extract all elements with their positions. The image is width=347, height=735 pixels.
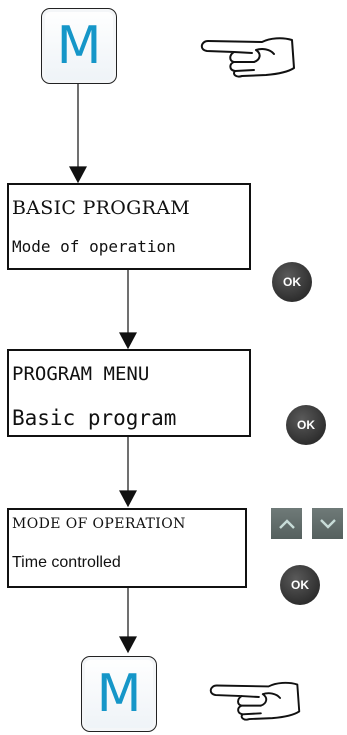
ok-button[interactable]: OK bbox=[286, 405, 326, 445]
display-line-value: Basic program bbox=[12, 406, 177, 430]
display-basic-program: BASIC PROGRAM Mode of operation bbox=[7, 183, 251, 270]
display-mode-of-operation: MODE OF OPERATION Time controlled bbox=[7, 508, 247, 588]
ok-button[interactable]: OK bbox=[272, 262, 312, 302]
up-button[interactable] bbox=[271, 508, 302, 539]
ok-button[interactable]: OK bbox=[280, 565, 320, 605]
display-line-title: MODE OF OPERATION bbox=[12, 516, 186, 532]
chevron-up-icon bbox=[278, 518, 295, 529]
display-line-title: BASIC PROGRAM bbox=[12, 197, 191, 219]
arrow-head-1 bbox=[69, 166, 87, 184]
menu-key-bottom[interactable]: M bbox=[81, 656, 157, 732]
menu-key-top[interactable]: M bbox=[41, 8, 117, 84]
pointing-hand-icon bbox=[209, 681, 301, 721]
menu-key-letter: M bbox=[56, 16, 102, 76]
arrow-head-2 bbox=[119, 332, 137, 350]
chevron-down-icon bbox=[319, 518, 336, 529]
display-line-value: Mode of operation bbox=[12, 237, 176, 256]
down-button[interactable] bbox=[312, 508, 343, 539]
arrow-head-3 bbox=[119, 490, 137, 508]
display-line-value: Time controlled bbox=[12, 554, 121, 571]
display-program-menu: PROGRAM MENU Basic program bbox=[7, 349, 251, 437]
arrow-head-4 bbox=[119, 636, 137, 654]
menu-key-letter: M bbox=[96, 664, 142, 724]
pointing-hand-icon bbox=[200, 37, 295, 78]
display-line-title: PROGRAM MENU bbox=[12, 363, 150, 385]
